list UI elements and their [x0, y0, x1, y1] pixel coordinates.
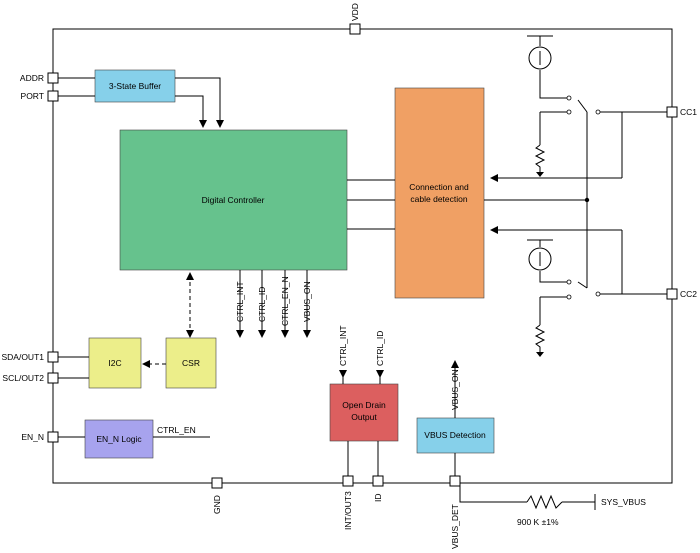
signal-ctrl-int-od-label: CTRL_INT	[338, 325, 348, 366]
pin-vbus-det-label: VBUS_DET	[450, 504, 460, 549]
signal-ctrl-en-label: CTRL_EN	[157, 425, 196, 435]
pin-en-n	[47, 431, 59, 443]
en-n-logic-block: EN_N Logic	[84, 419, 154, 459]
signal-ctrl-int-label: CTRL_INT	[235, 281, 245, 322]
pin-int-out3-label: INT/OUT3	[343, 491, 353, 530]
digital-controller-block: Digital Controller	[119, 129, 348, 271]
signal-vbus-on-label: VBUS_ON	[302, 281, 312, 322]
pin-sda-out1	[47, 351, 59, 363]
digital-controller-box	[119, 129, 348, 271]
i2c-box	[88, 337, 142, 389]
pin-cc2	[666, 288, 678, 300]
pin-gnd	[211, 477, 223, 489]
open-drain-output-block: Open Drain Output	[329, 383, 399, 442]
three-state-buffer-block: 3-State Buffer	[94, 69, 176, 103]
open-drain-output-box	[329, 383, 399, 442]
i2c-label: I2C	[108, 358, 121, 368]
signal-ctrl-en-n-label: CTRL_EN_N	[280, 276, 290, 326]
current-source-cc1	[528, 46, 552, 70]
connection-detection-box	[394, 87, 485, 299]
vbus-detection-box	[416, 417, 495, 454]
csr-block: CSR	[165, 337, 217, 389]
digital-controller-label: Digital Controller	[202, 195, 265, 205]
pin-sda-out1-label: SDA/OUT1	[1, 352, 44, 362]
pin-vdd-label: VDD	[350, 3, 360, 21]
sys-vbus-label: SYS_VBUS	[601, 497, 646, 507]
open-drain-output-label-1: Open Drain	[342, 400, 386, 410]
pin-en-n-label: EN_N	[21, 432, 44, 442]
pin-cc2-label: CC2	[680, 289, 697, 299]
pin-scl-out2	[47, 372, 59, 384]
i2c-block: I2C	[88, 337, 142, 389]
pin-cc1	[666, 106, 678, 118]
resistor-cc1	[534, 144, 546, 177]
pin-port	[47, 90, 59, 102]
en-n-logic-label: EN_N Logic	[96, 434, 142, 444]
pin-scl-out2-label: SCL/OUT2	[2, 373, 44, 383]
wires	[58, 35, 668, 510]
csr-box	[165, 337, 217, 389]
pin-vbus-det	[449, 475, 461, 487]
signal-ctrl-id-label: CTRL_ID	[257, 287, 267, 322]
connection-detection-label-2: cable detection	[410, 194, 467, 204]
open-drain-output-label-2: Output	[351, 412, 377, 422]
pin-vdd	[349, 23, 361, 35]
switch-contacts	[566, 95, 601, 300]
connection-detection-label-1: Connection and	[409, 182, 469, 192]
three-state-buffer-box	[94, 69, 176, 103]
chip-outline	[52, 28, 673, 484]
resistor-vbus	[526, 494, 563, 510]
csr-label: CSR	[182, 358, 200, 368]
pin-id	[372, 475, 384, 487]
connection-detection-block: Connection and cable detection	[394, 87, 485, 299]
en-n-logic-box	[84, 419, 154, 459]
pin-int-out3	[342, 475, 354, 487]
signal-ctrl-id-od-label: CTRL_ID	[375, 331, 385, 366]
arrowheads	[142, 120, 498, 378]
pin-addr	[47, 72, 59, 84]
pin-gnd-label: GND	[212, 495, 222, 514]
pin-addr-label: ADDR	[20, 73, 44, 83]
current-source-cc2	[528, 247, 552, 271]
pin-id-label: ID	[373, 494, 383, 503]
signal-vbus-on-det-label: VBUS_ON	[450, 369, 460, 410]
junction-dot	[584, 197, 590, 203]
three-state-buffer-label: 3-State Buffer	[109, 81, 161, 91]
resistor-cc2	[534, 324, 546, 357]
pin-cc1-label: CC1	[680, 107, 697, 117]
resistor-value-label: 900 K ±1%	[517, 517, 559, 527]
pin-port-label: PORT	[21, 91, 44, 101]
vbus-detection-label: VBUS Detection	[424, 430, 486, 440]
vbus-detection-block: VBUS Detection	[416, 417, 495, 454]
